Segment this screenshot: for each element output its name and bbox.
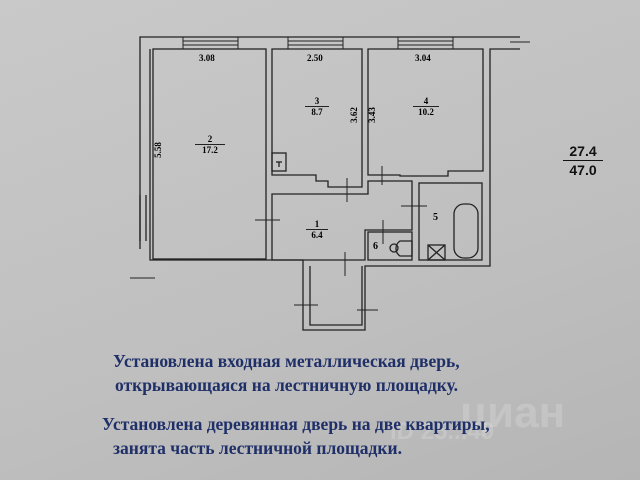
dim-room3-width: 2.50 [307, 53, 323, 63]
note-line-1: Установлена входная металлическая дверь, [113, 351, 460, 371]
outer-wall-left-inner [139, 195, 151, 241]
watermark-brand: циан [460, 388, 566, 437]
living-area: 27.4 [569, 143, 597, 159]
room-number: 1 [314, 219, 320, 229]
total-area: 47.0 [569, 162, 597, 178]
room-1 [271, 180, 413, 261]
windows [182, 36, 454, 50]
room-6-label: 6 [373, 241, 378, 252]
room-area: 6.4 [306, 229, 328, 240]
shower-drain-icon [427, 244, 446, 261]
room-4-label: 4 10.2 [413, 96, 439, 117]
fraction-line [563, 160, 603, 161]
note-line-2: открывающаяся на лестничную площадку. [115, 375, 458, 395]
room-number: 3 [314, 96, 320, 106]
room-5 [418, 182, 483, 261]
dim-room4-width: 3.04 [415, 53, 431, 63]
room-number: 4 [423, 96, 429, 106]
toilet-icon [389, 240, 413, 257]
room-3 [271, 48, 363, 188]
room-area: 8.7 [305, 106, 329, 117]
room-2-label: 2 17.2 [195, 134, 225, 155]
bathtub-icon [453, 203, 479, 259]
door-marks [130, 41, 530, 311]
room-4 [367, 48, 484, 177]
room-2 [152, 48, 267, 260]
entrance-area [309, 266, 363, 326]
room-3-label: 3 8.7 [305, 96, 329, 117]
room-1-label: 1 6.4 [306, 219, 328, 240]
dim-room4-length: 3.43 [366, 107, 377, 123]
stove-icon [271, 152, 287, 172]
room-area: 10.2 [413, 106, 439, 117]
room-number: 2 [207, 134, 213, 144]
area-totals: 27.4 47.0 [563, 143, 603, 178]
outer-wall [139, 36, 520, 331]
dim-room2-length: 5.58 [152, 142, 163, 158]
dim-room2-width: 3.08 [199, 53, 215, 63]
room-5-label: 5 [433, 212, 438, 223]
note-line-4: занята часть лестничной площадки. [113, 438, 402, 458]
room-area: 17.2 [195, 144, 225, 155]
watermark-id: ID 25...49 [390, 418, 495, 445]
dim-room3-length: 3.62 [348, 107, 359, 123]
note-line-3: Установлена деревянная дверь на две квар… [102, 414, 490, 434]
